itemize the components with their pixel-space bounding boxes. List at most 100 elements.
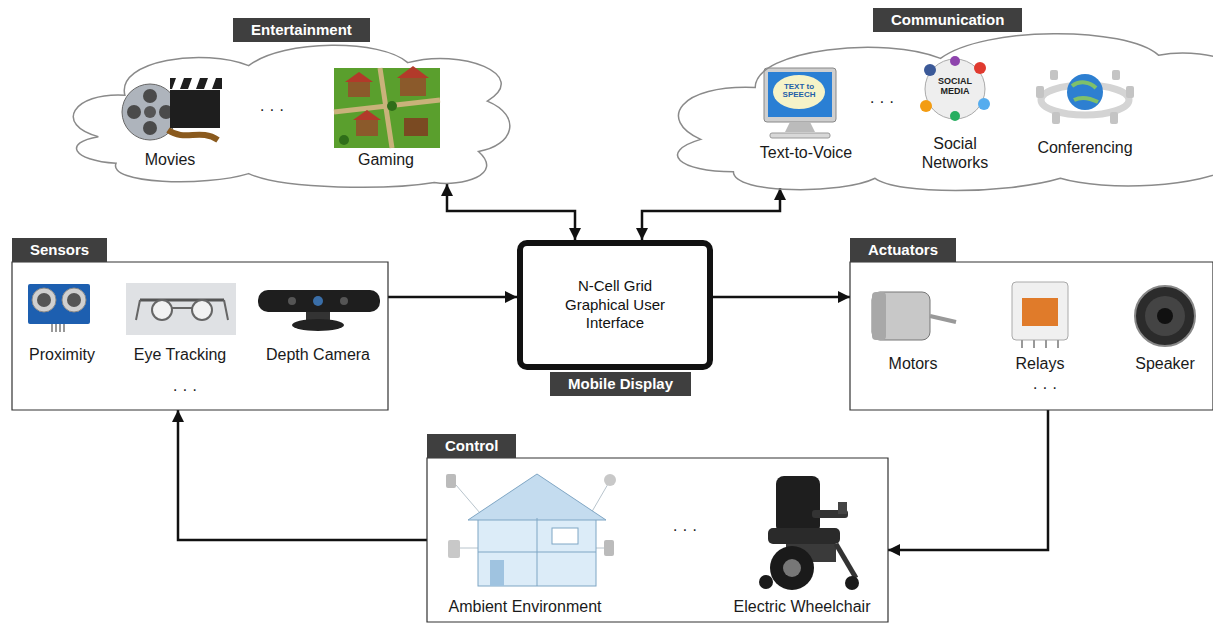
connector-arrow: [178, 410, 427, 540]
conferencing-icon: [1036, 86, 1044, 98]
label-anchor: TEXT to SPEECH: [776, 83, 822, 100]
item-caption: Movies: [110, 150, 230, 169]
section-heading: Sensors: [12, 238, 107, 262]
label-anchor: Text-to-Voice: [736, 143, 876, 162]
proximity-sensor-icon: [28, 284, 90, 324]
social-media-icon: [925, 59, 985, 119]
motor-icon: [872, 292, 886, 340]
item-caption: Eye Tracking: [120, 345, 240, 364]
panel-box: Sensors: [12, 238, 388, 410]
label-anchor: · · ·: [155, 380, 215, 399]
motor-icon: [930, 316, 956, 322]
wheelchair-illustration: [759, 476, 859, 590]
speaker-icon: [1145, 296, 1185, 336]
label-anchor: SOCIAL MEDIA: [929, 77, 981, 97]
smart-home-illustration: [446, 474, 456, 488]
panel-box: Actuators: [850, 238, 1213, 410]
movies-icon: [122, 78, 222, 140]
social-media-icon: [950, 111, 960, 121]
icon-text: TEXT to SPEECH: [776, 83, 822, 100]
display-box: N-Cell Grid Graphical User InterfaceMobi…: [517, 240, 713, 396]
connector-arrow: [388, 296, 517, 299]
conferencing-icon: [1050, 70, 1058, 80]
box-outline: [12, 262, 388, 410]
wheelchair-illustration: [768, 528, 840, 544]
item-caption: Speaker: [1120, 354, 1210, 373]
wheelchair-illustration: [776, 476, 820, 534]
interface-text: N-Cell Grid Graphical User Interface: [517, 240, 713, 370]
eye-tracker-icon: [136, 300, 228, 320]
wheelchair-illustration: [770, 546, 814, 590]
connector-arrow: [642, 188, 780, 240]
box-outline: [12, 262, 388, 410]
smart-home-illustration: [468, 474, 606, 520]
label-anchor: Relays: [990, 354, 1090, 373]
smart-home-illustration: [604, 540, 614, 556]
gaming-icon: [345, 72, 373, 82]
proximity-sensor-icon: [32, 288, 56, 312]
speaker-icon: [1157, 308, 1173, 324]
movies-icon: [143, 121, 157, 135]
relay-icon: [1012, 282, 1068, 348]
item-caption: Gaming: [326, 150, 446, 169]
label-anchor: Ambient Environment: [425, 597, 625, 616]
proximity-sensor-icon: [62, 288, 86, 312]
depth-camera-icon: [288, 297, 296, 305]
item-caption: Electric Wheelchair: [712, 597, 892, 616]
ellipsis: · · ·: [155, 380, 215, 399]
text-to-speech-icon: [785, 122, 815, 132]
section-heading: Communication: [873, 8, 1022, 32]
device-label: Mobile Display: [550, 372, 691, 396]
smart-home-illustration: [448, 540, 460, 558]
text-to-speech-icon: [773, 75, 825, 109]
gaming-icon: [404, 118, 428, 136]
motor-icon: [872, 292, 930, 340]
item-caption: Motors: [863, 354, 963, 373]
conferencing-icon: [1126, 86, 1134, 98]
eye-tracker-icon: [192, 300, 212, 320]
smart-home-illustration: [478, 518, 596, 586]
item-caption: Proximity: [7, 345, 117, 364]
text-to-speech-icon: [764, 68, 836, 122]
label-anchor: Depth Camera: [253, 345, 383, 364]
gaming-icon: [353, 110, 381, 120]
motor-icon: [872, 292, 956, 340]
box-outline: [850, 262, 1213, 410]
box-outline: [427, 458, 888, 622]
gaming-icon: [356, 120, 378, 136]
item-caption: Text-to-Voice: [736, 143, 876, 162]
movies-icon: [127, 105, 141, 119]
gaming-icon: [334, 66, 440, 148]
gaming-icon: [334, 68, 440, 148]
smart-home-illustration: [478, 518, 596, 586]
movies-icon: [168, 130, 218, 140]
movies-icon: [170, 90, 220, 128]
conferencing-icon: [1112, 70, 1120, 80]
gaming-icon: [339, 135, 349, 145]
gaming-icon: [387, 101, 397, 111]
text-to-speech-icon: [768, 72, 832, 117]
depth-camera-icon: [292, 319, 344, 331]
social-media-icon: [950, 56, 960, 66]
eye-tracker-icon: [152, 300, 172, 320]
movies-icon: [170, 78, 222, 89]
wheelchair-illustration: [759, 575, 773, 589]
text-to-speech-icon: [764, 68, 836, 138]
social-media-icon: [978, 98, 990, 110]
conferencing-icon: [1052, 112, 1060, 124]
gaming-icon: [348, 82, 370, 97]
eye-tracker-icon: [140, 299, 224, 302]
label-anchor: · · ·: [655, 520, 715, 539]
proximity-sensor-icon: [67, 293, 81, 307]
box-outline: [427, 458, 888, 622]
label-anchor: Motors: [863, 354, 963, 373]
label-anchor: Social Networks: [910, 134, 1000, 172]
label-anchor: Eye Tracking: [120, 345, 240, 364]
ellipsis: · · ·: [1015, 378, 1075, 397]
panel-box: Control: [427, 434, 888, 622]
label-anchor: Gaming: [326, 150, 446, 169]
smart-home-illustration: [604, 474, 616, 486]
label-anchor: Speaker: [1120, 354, 1210, 373]
proximity-sensor-icon: [52, 324, 64, 332]
